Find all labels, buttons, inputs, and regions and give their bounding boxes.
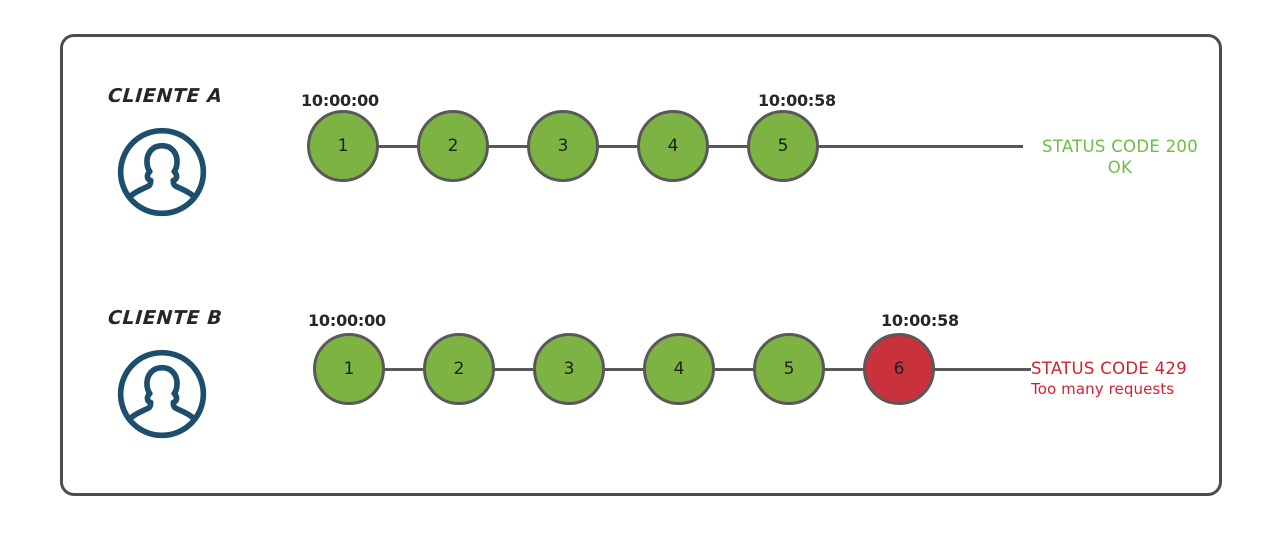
request-chain-b: 1 2 3 4 5 6 xyxy=(63,259,1219,479)
timestamp-start-a: 10:00:00 xyxy=(301,91,379,110)
chain-tail-link xyxy=(933,368,1031,371)
client-row-a: CLIENTE A 10:00:00 10:00:58 1 2 3 4 5 ST… xyxy=(63,37,1219,257)
user-avatar-icon xyxy=(115,347,209,441)
status-message-b: STATUS CODE 429 Too many requests xyxy=(1031,359,1231,398)
request-node[interactable]: 2 xyxy=(423,333,495,405)
request-node[interactable]: 1 xyxy=(307,110,379,182)
status-detail-a: OK xyxy=(1107,157,1133,177)
status-detail-b: Too many requests xyxy=(1031,379,1175,398)
chain-tail-link xyxy=(817,145,1023,148)
request-node-rejected[interactable]: 6 xyxy=(863,333,935,405)
request-node[interactable]: 3 xyxy=(527,110,599,182)
status-message-a: STATUS CODE 200 OK xyxy=(1025,137,1215,178)
request-node[interactable]: 1 xyxy=(313,333,385,405)
timestamp-end-a: 10:00:58 xyxy=(758,91,836,110)
status-code-a: STATUS CODE 200 xyxy=(1041,137,1199,156)
request-node[interactable]: 4 xyxy=(643,333,715,405)
client-row-b: CLIENTE B 10:00:00 10:00:58 1 2 3 4 5 6 xyxy=(63,259,1219,479)
request-node[interactable]: 2 xyxy=(417,110,489,182)
diagram-frame: CLIENTE A 10:00:00 10:00:58 1 2 3 4 5 ST… xyxy=(60,34,1222,496)
user-avatar-icon xyxy=(115,125,209,219)
request-chain-a: 1 2 3 4 5 xyxy=(63,37,1219,257)
status-code-b: STATUS CODE 429 xyxy=(1031,359,1188,378)
request-node[interactable]: 5 xyxy=(753,333,825,405)
timestamp-start-b: 10:00:00 xyxy=(308,311,386,330)
request-node[interactable]: 4 xyxy=(637,110,709,182)
request-node[interactable]: 5 xyxy=(747,110,819,182)
request-node[interactable]: 3 xyxy=(533,333,605,405)
timestamp-end-b: 10:00:58 xyxy=(881,311,959,330)
